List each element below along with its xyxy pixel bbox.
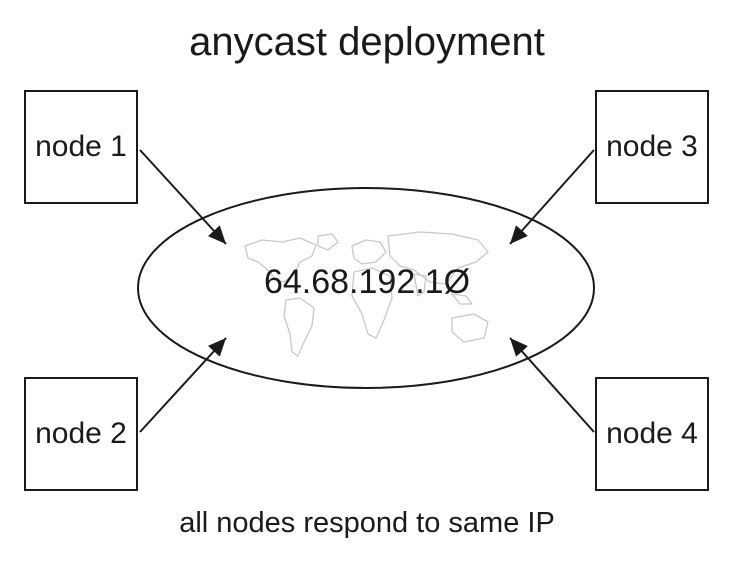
arrow-node-3 <box>509 149 595 245</box>
world-map-icon <box>244 231 489 357</box>
node-1-label: node 1 <box>35 130 127 163</box>
node-1-box: node 1 <box>24 90 138 204</box>
node-2-box: node 2 <box>24 377 138 491</box>
node-3-box: node 3 <box>595 90 709 204</box>
arrow-node-2 <box>139 337 227 433</box>
node-4-box: node 4 <box>595 377 709 491</box>
node-3-label: node 3 <box>606 130 698 163</box>
anycast-ellipse <box>137 187 595 389</box>
diagram-title: anycast deployment <box>189 20 545 64</box>
node-2-label: node 2 <box>35 417 127 450</box>
arrow-node-4 <box>509 337 595 433</box>
anycast-ip-address: 64.68.192.1Ø <box>263 263 471 301</box>
diagram-caption: all nodes respond to same IP <box>179 507 555 539</box>
arrow-node-1 <box>139 149 227 245</box>
node-4-label: node 4 <box>606 417 698 450</box>
